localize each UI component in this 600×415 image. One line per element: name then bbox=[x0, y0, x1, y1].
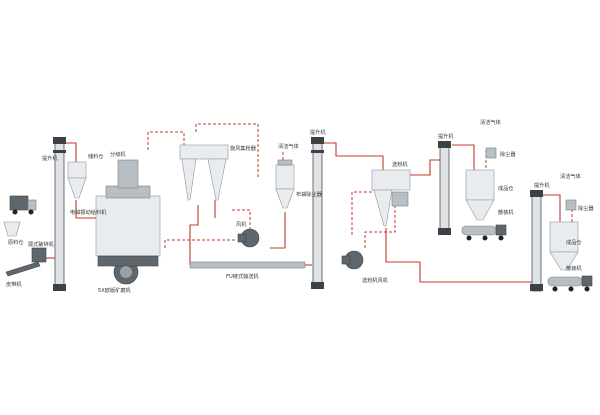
belt-conveyor bbox=[5, 261, 41, 277]
label-clean-gas-1: 清洁气体 bbox=[278, 142, 300, 150]
tanker-truck-2 bbox=[547, 275, 593, 292]
label-bag-filter: 布袋除尘器 bbox=[296, 190, 323, 198]
label-clean-gas-2: 清洁气体 bbox=[480, 118, 502, 126]
chain-conveyor bbox=[189, 261, 306, 269]
label-classifier: 分级机 bbox=[110, 150, 126, 158]
label-silo-2: 成品仓 bbox=[566, 238, 582, 246]
fan-blower-1 bbox=[237, 228, 260, 248]
label-layer: 原料仓 皮带机 颚式破碎机 提升机 储料仓 电磁振动给料机 5X欧版矿磨机 分级… bbox=[6, 118, 594, 294]
label-elevator-2: 提升机 bbox=[310, 128, 326, 136]
crusher bbox=[31, 247, 47, 263]
bucket-elevator-4 bbox=[530, 190, 543, 292]
raw-material-truck bbox=[9, 195, 37, 215]
label-elevator-4: 提升机 bbox=[534, 181, 550, 189]
cyclone-collector bbox=[179, 144, 229, 201]
label-raw-material: 原料仓 bbox=[8, 238, 24, 246]
label-dust-2: 除尘器 bbox=[500, 150, 516, 158]
storage-hopper-1 bbox=[67, 161, 87, 199]
fan-blower-2 bbox=[341, 250, 364, 270]
label-loader-2: 散装机 bbox=[566, 264, 582, 272]
label-loader-1: 散装机 bbox=[498, 208, 514, 216]
bucket-elevator-3 bbox=[438, 141, 451, 235]
label-silo-1: 成品仓 bbox=[498, 184, 514, 192]
label-clean-gas-3: 清洁气体 bbox=[560, 172, 582, 180]
label-feeder-2: 电磁振动给料机 bbox=[70, 208, 107, 216]
label-hopper-1: 储料仓 bbox=[88, 152, 104, 160]
bucket-elevator-2 bbox=[311, 137, 324, 289]
bag-dust-collector bbox=[275, 159, 295, 209]
raw-material-hopper bbox=[3, 221, 21, 237]
label-cyclone: 旋风集粉器 bbox=[230, 144, 257, 152]
grinding-mill bbox=[95, 159, 161, 285]
label-classifier-2: 选粉机 bbox=[392, 160, 408, 168]
label-elevator-1: 提升机 bbox=[42, 154, 58, 162]
label-crusher: 颚式破碎机 bbox=[28, 240, 55, 248]
label-conveyor: FU链式输送机 bbox=[226, 272, 260, 280]
label-mill: 5X欧版矿磨机 bbox=[98, 286, 132, 294]
tanker-truck-1 bbox=[461, 224, 507, 241]
air-classifier-2 bbox=[371, 169, 411, 227]
label-belt: 皮带机 bbox=[6, 280, 22, 288]
label-blower: 风机 bbox=[236, 220, 247, 228]
pipe-network bbox=[46, 123, 573, 283]
bucket-elevator-1 bbox=[53, 137, 66, 291]
product-silo-1 bbox=[465, 147, 497, 221]
product-silo-2 bbox=[549, 199, 579, 271]
label-elevator-3: 提升机 bbox=[438, 132, 454, 140]
label-blower-2: 选粉机风机 bbox=[362, 276, 389, 284]
label-dust-3: 除尘器 bbox=[578, 204, 594, 212]
